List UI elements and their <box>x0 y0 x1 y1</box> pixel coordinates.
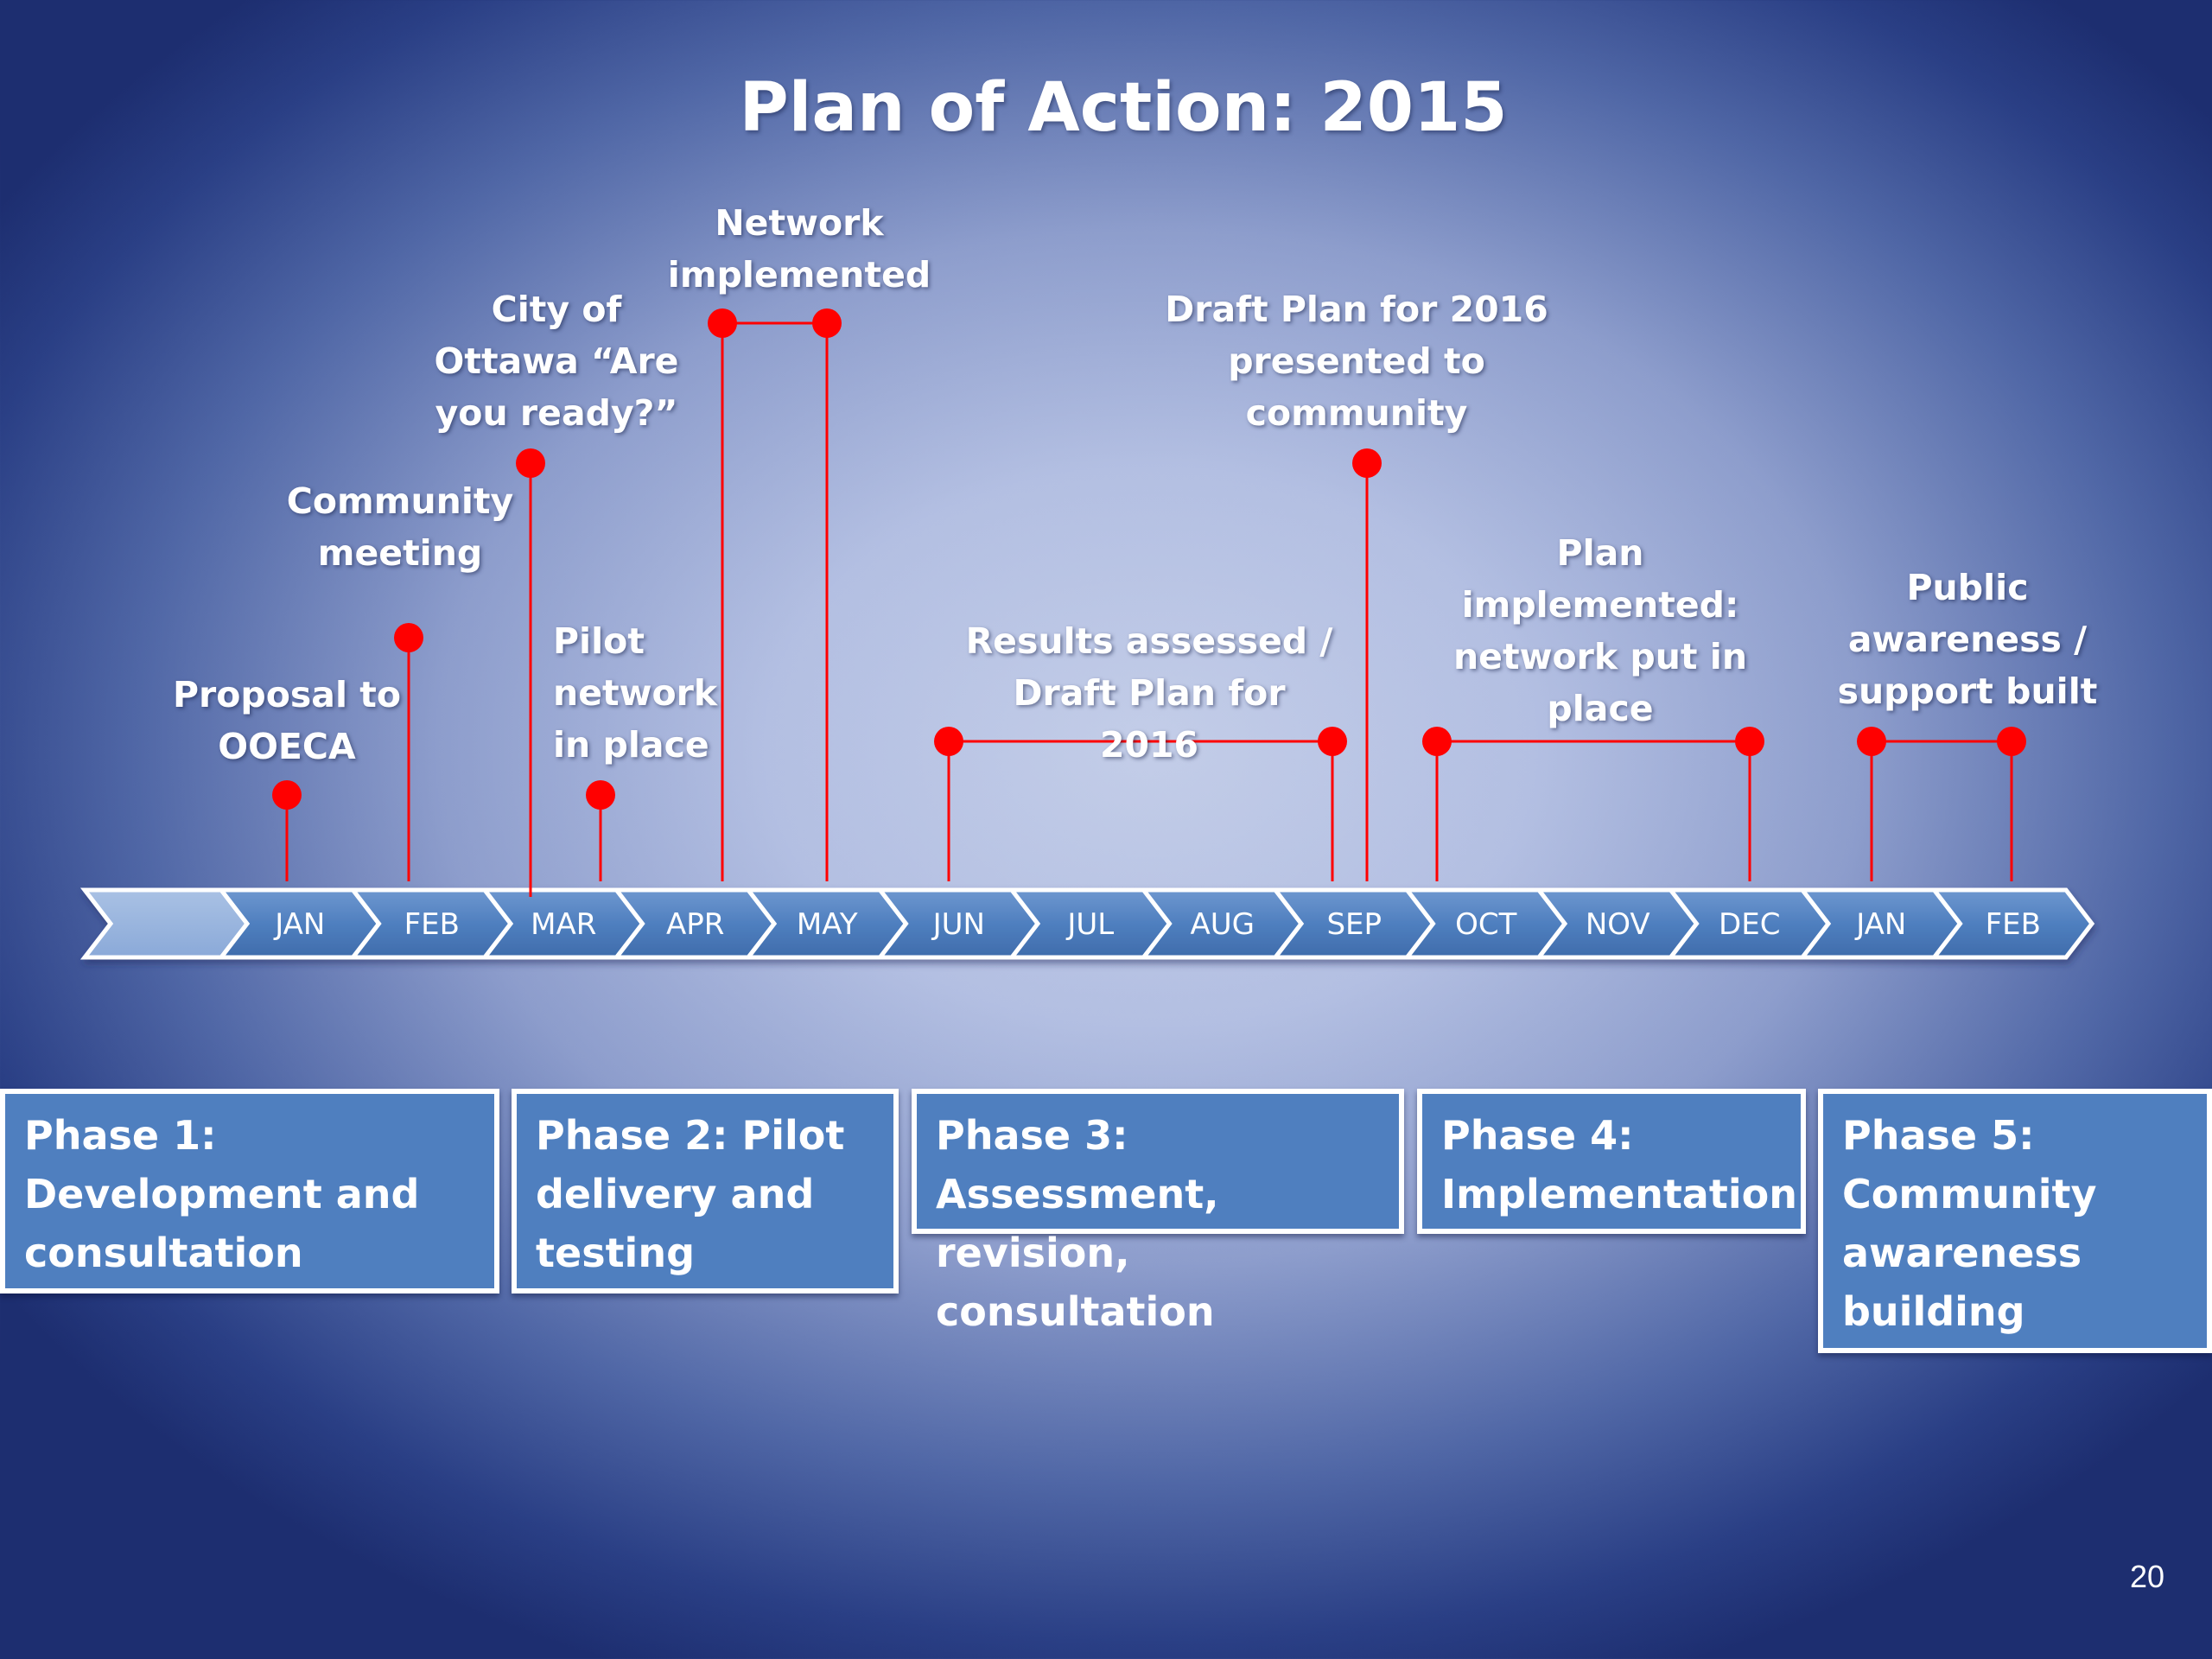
month-label-12: DEC <box>1719 907 1780 942</box>
month-label-1: JAN <box>273 907 325 942</box>
phase-3-box: Phase 3: Assessment, revision, consultat… <box>912 1089 1404 1335</box>
month-label-5: MAY <box>797 907 858 942</box>
event-marker-public-awareness-start <box>1857 727 1886 756</box>
event-marker-network-implemented-end <box>812 308 842 338</box>
month-arrow-band <box>79 887 2095 960</box>
month-label-4: APR <box>666 907 724 942</box>
event-marker-results-end <box>1318 727 1347 756</box>
event-label-proposal: Proposal to OOECA <box>172 674 402 767</box>
month-label-7: JUL <box>1065 907 1114 942</box>
month-label-6: JUN <box>931 907 985 942</box>
event-marker-public-awareness-end <box>1997 727 2026 756</box>
event-marker-plan-implemented-start <box>1422 727 1452 756</box>
event-marker-draft-plan <box>1352 448 1382 478</box>
event-label-public-awareness: Public awareness / support built <box>1837 567 2098 712</box>
event-marker-plan-implemented-end <box>1735 727 1764 756</box>
event-marker-pilot-network <box>586 780 615 810</box>
event-marker-network-implemented-start <box>708 308 737 338</box>
phase-2-box: Phase 2: Pilot delivery and testing <box>512 1089 899 1294</box>
event-marker-results-start <box>934 727 963 756</box>
phase-1-box: Phase 1: Development and consultation <box>0 1089 499 1294</box>
month-label-13: JAN <box>1854 907 1906 942</box>
month-label-10: OCT <box>1455 907 1517 942</box>
month-label-11: NOV <box>1586 907 1650 942</box>
month-chevron-14 <box>1929 887 2095 960</box>
month-label-9: SEP <box>1326 907 1382 942</box>
event-marker-proposal <box>272 780 302 810</box>
page-number: 20 <box>2129 1559 2164 1594</box>
event-label-community-meeting: Community meeting <box>286 480 514 574</box>
phase-4-box: Phase 4: Implementation <box>1417 1089 1806 1234</box>
event-label-city-of-ottawa: City of Ottawa “Are you ready?” <box>434 289 679 434</box>
month-label-3: MAR <box>531 907 596 942</box>
event-label-draft-plan: Draft Plan for 2016 presented to communi… <box>1165 289 1548 434</box>
event-label-plan-implemented: Plan implemented: network put in place <box>1452 532 1748 729</box>
slide-title: Plan of Action: 2015 <box>739 69 1508 147</box>
month-label-14: FEB <box>1986 907 2041 942</box>
month-label-2: FEB <box>404 907 460 942</box>
event-marker-city-of-ottawa <box>516 448 545 478</box>
phase-5-box: Phase 5: Community awareness building <box>1818 1089 2212 1353</box>
event-label-pilot-network: Pilot network in place <box>553 620 718 766</box>
arrow-start-chevron <box>79 887 251 960</box>
event-label-network-implemented: Network implemented <box>667 202 931 296</box>
month-label-8: AUG <box>1191 907 1255 942</box>
event-marker-community-meeting <box>394 623 423 652</box>
event-label-results-assessed: Results assessed / Draft Plan for 2016 <box>965 620 1333 766</box>
